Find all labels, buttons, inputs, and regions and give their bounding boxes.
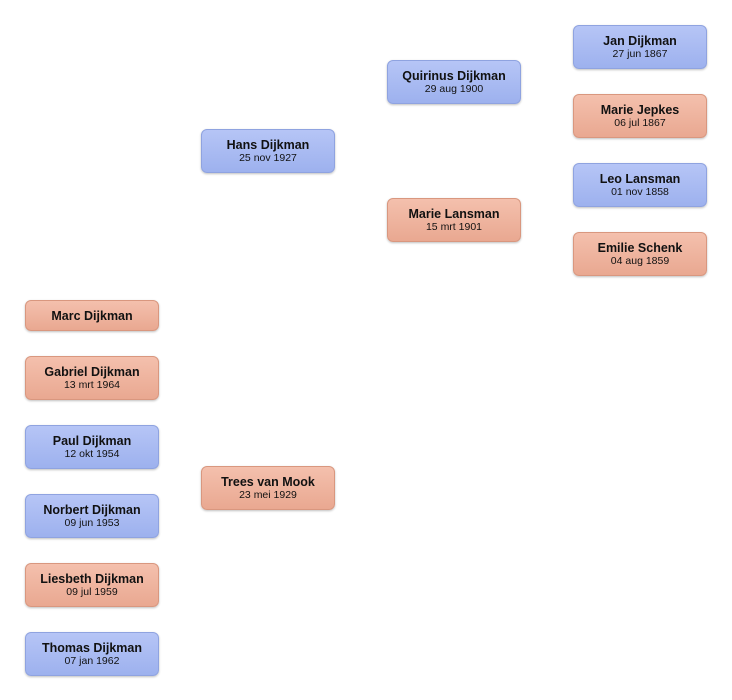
person-name: Quirinus Dijkman (402, 68, 506, 83)
person-card-emilie-schenk[interactable]: Emilie Schenk 04 aug 1859 (573, 232, 707, 276)
person-name: Hans Dijkman (226, 137, 310, 152)
person-card-thomas-dijkman[interactable]: Thomas Dijkman 07 jan 1962 (25, 632, 159, 676)
person-name: Jan Dijkman (603, 33, 677, 48)
person-card-marie-jepkes[interactable]: Marie Jepkes 06 jul 1867 (573, 94, 707, 138)
person-card-marie-lansman[interactable]: Marie Lansman 15 mrt 1901 (387, 198, 521, 242)
person-card-liesbeth-dijkman[interactable]: Liesbeth Dijkman 09 jul 1959 (25, 563, 159, 607)
person-name: Marie Lansman (408, 206, 500, 221)
person-name: Leo Lansman (599, 171, 681, 186)
person-name: Liesbeth Dijkman (40, 571, 144, 586)
person-date: 25 nov 1927 (239, 151, 297, 164)
person-date: 01 nov 1858 (611, 185, 669, 198)
person-card-quirinus-dijkman[interactable]: Quirinus Dijkman 29 aug 1900 (387, 60, 521, 104)
person-name: Marc Dijkman (51, 308, 133, 323)
person-name: Trees van Mook (221, 474, 315, 489)
person-card-norbert-dijkman[interactable]: Norbert Dijkman 09 jun 1953 (25, 494, 159, 538)
person-name: Gabriel Dijkman (44, 364, 140, 379)
person-card-gabriel-dijkman[interactable]: Gabriel Dijkman 13 mrt 1964 (25, 356, 159, 400)
person-card-marc-dijkman[interactable]: Marc Dijkman (25, 300, 159, 331)
person-card-leo-lansman[interactable]: Leo Lansman 01 nov 1858 (573, 163, 707, 207)
person-date: 09 jun 1953 (64, 516, 120, 529)
person-date: 04 aug 1859 (610, 254, 670, 267)
person-date: 13 mrt 1964 (63, 378, 121, 391)
person-name: Paul Dijkman (52, 433, 132, 448)
person-name: Emilie Schenk (597, 240, 683, 255)
person-name: Norbert Dijkman (43, 502, 141, 517)
person-card-trees-van-mook[interactable]: Trees van Mook 23 mei 1929 (201, 466, 335, 510)
person-date: 15 mrt 1901 (425, 220, 483, 233)
person-date: 09 jul 1959 (66, 585, 118, 598)
person-date: 07 jan 1962 (64, 654, 120, 667)
person-date: 29 aug 1900 (424, 82, 484, 95)
person-card-hans-dijkman[interactable]: Hans Dijkman 25 nov 1927 (201, 129, 335, 173)
person-date: 27 jun 1867 (612, 47, 668, 60)
person-card-jan-dijkman[interactable]: Jan Dijkman 27 jun 1867 (573, 25, 707, 69)
person-name: Marie Jepkes (600, 102, 680, 117)
person-date: 06 jul 1867 (614, 116, 666, 129)
person-card-paul-dijkman[interactable]: Paul Dijkman 12 okt 1954 (25, 425, 159, 469)
person-date: 23 mei 1929 (239, 488, 297, 501)
person-date: 12 okt 1954 (64, 447, 120, 460)
person-name: Thomas Dijkman (41, 640, 143, 655)
